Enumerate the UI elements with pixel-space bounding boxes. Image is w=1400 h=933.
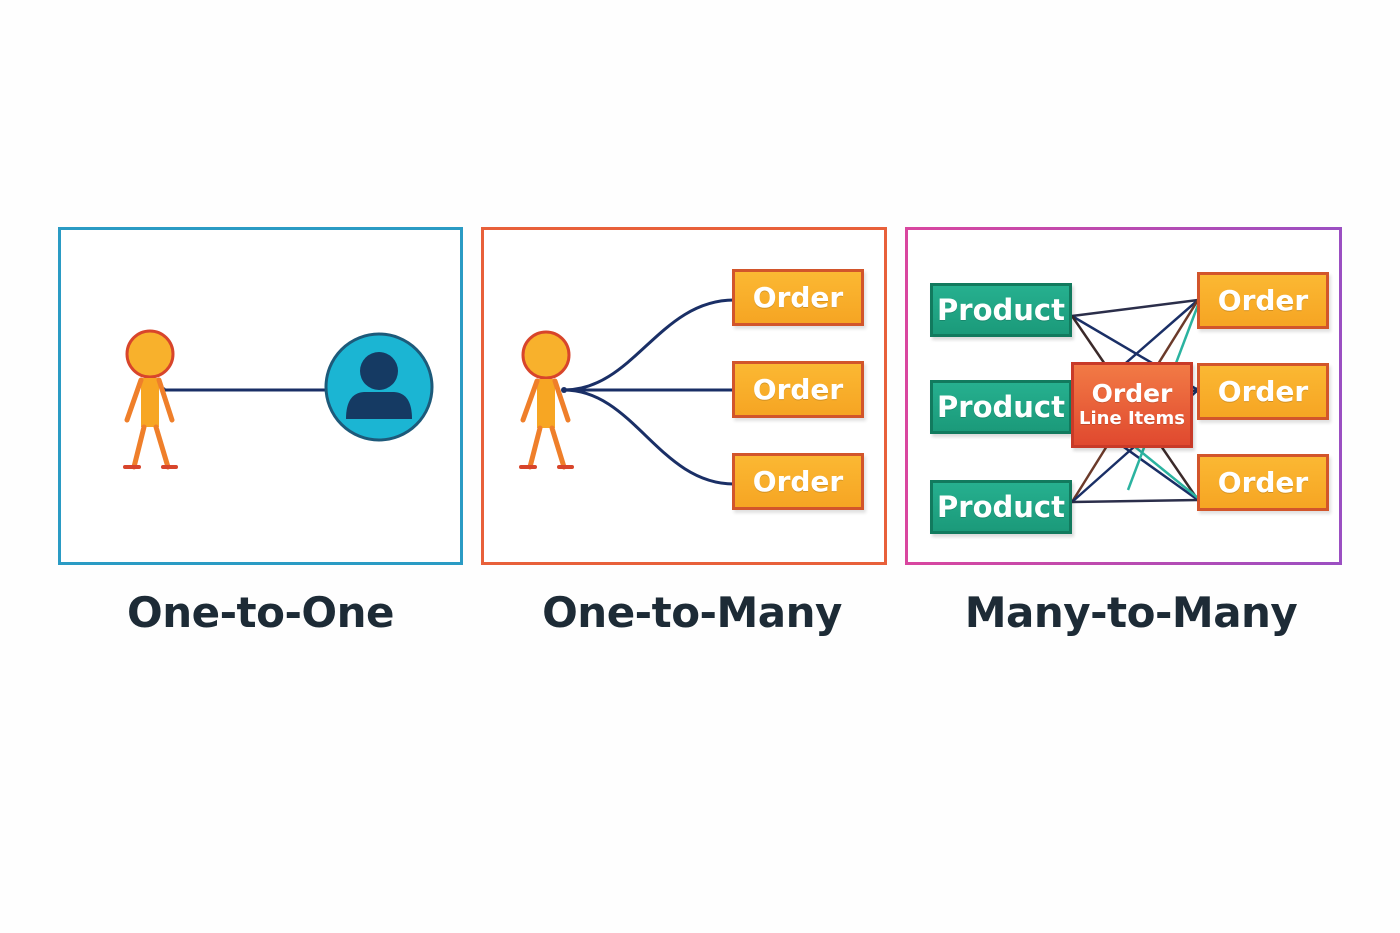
caption-many-to-many: Many-to-Many <box>964 588 1298 637</box>
connector <box>1071 498 1199 504</box>
order-box-3: Order <box>1197 454 1329 511</box>
connector <box>1071 298 1199 318</box>
order-box-2: Order <box>1197 363 1329 420</box>
product-box-3: Product <box>930 480 1072 534</box>
one-to-one-panel <box>58 227 463 565</box>
one-to-one-diagram <box>123 329 434 470</box>
connector-to-order-1 <box>563 298 735 392</box>
one-to-many-panel: Order Order Order <box>481 227 887 565</box>
person-icon <box>519 330 574 470</box>
order-box-1: Order <box>732 269 864 326</box>
caption-one-to-many: One-to-Many <box>542 588 842 637</box>
connector-to-order-3 <box>563 388 735 486</box>
connector-origin <box>561 387 567 393</box>
user-avatar-icon <box>324 332 434 442</box>
order-box-1: Order <box>1197 272 1329 329</box>
product-box-1: Product <box>930 283 1072 337</box>
person-icon <box>123 329 178 470</box>
order-line-items-box: Order Line Items <box>1071 362 1193 448</box>
junction-subtitle: Line Items <box>1079 408 1185 430</box>
one-to-many-diagram <box>519 298 735 486</box>
order-box-2: Order <box>732 361 864 418</box>
many-to-many-panel: Product Product Product Order Line Items… <box>905 227 1342 565</box>
caption-one-to-one: One-to-One <box>127 588 394 637</box>
order-box-3: Order <box>732 453 864 510</box>
junction-title: Order <box>1091 379 1173 409</box>
product-box-2: Product <box>930 380 1072 434</box>
